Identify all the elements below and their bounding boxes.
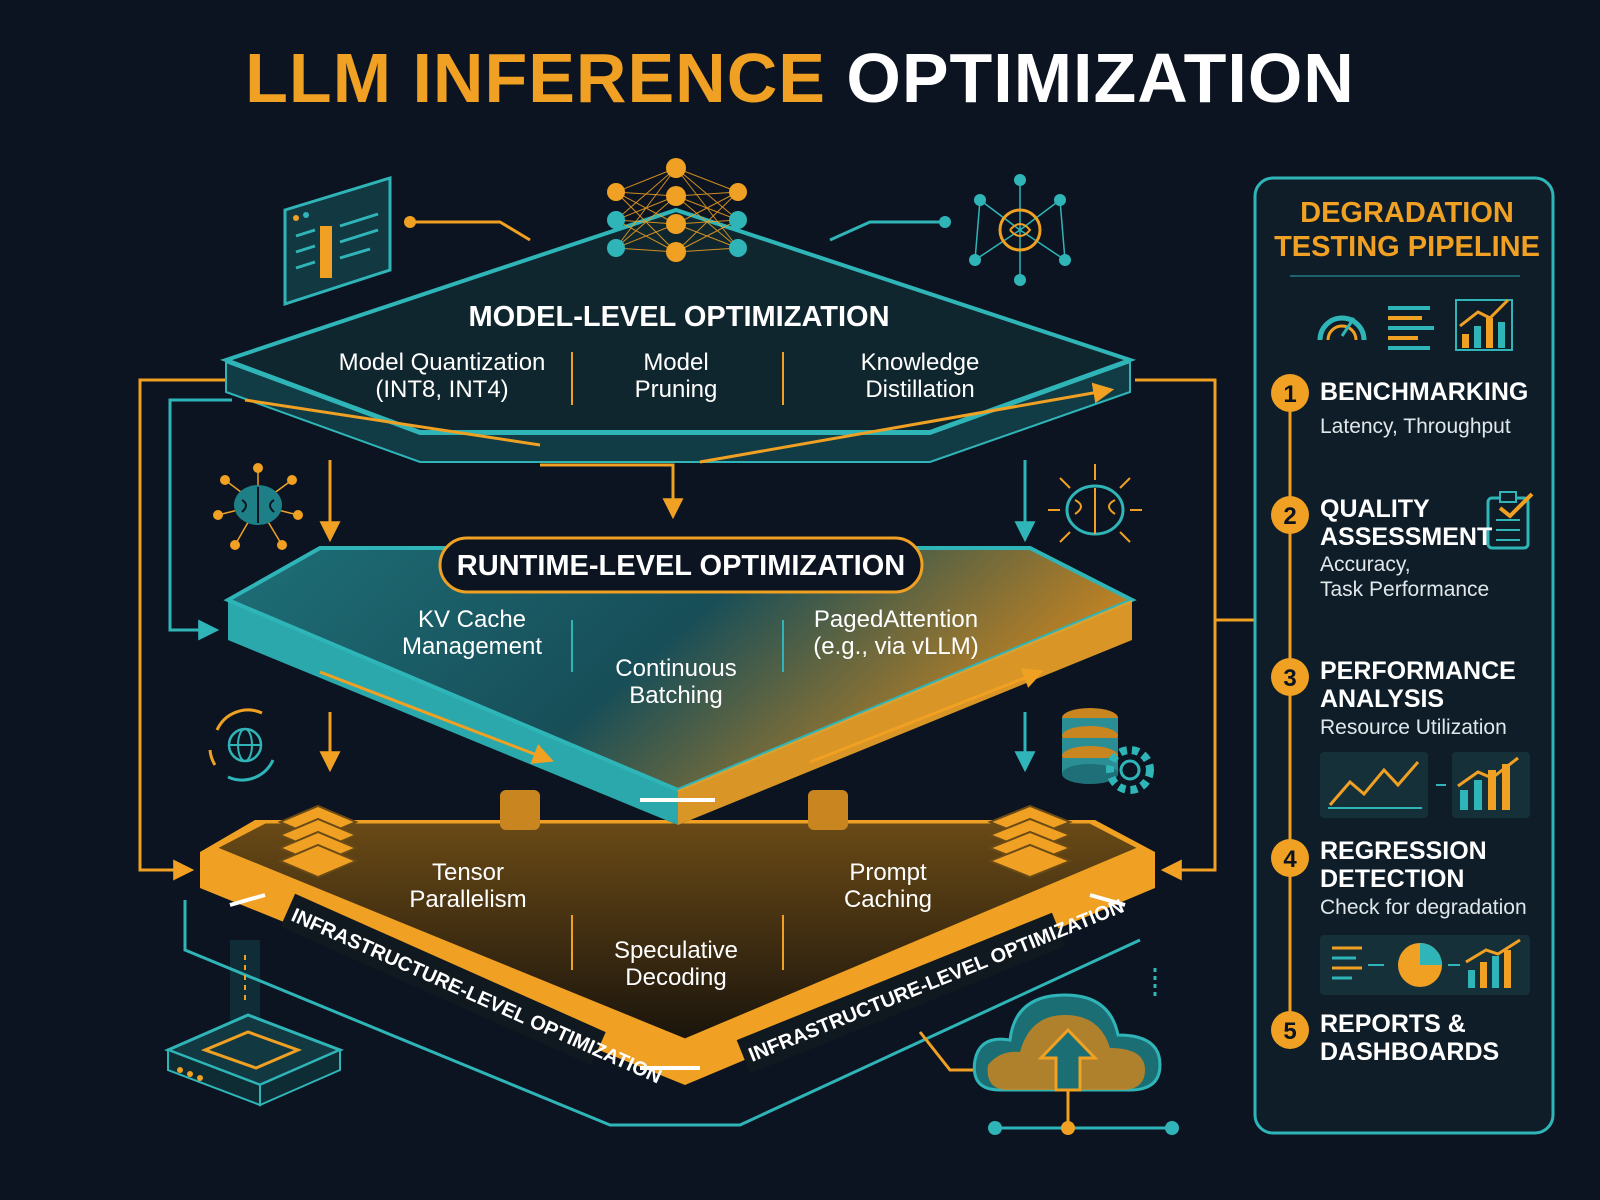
runtime-item-1-line2: Management: [402, 633, 542, 660]
growth-chart-icon: [1455, 298, 1513, 351]
step-4-title-line1: REGRESSION: [1320, 837, 1487, 865]
infra-item-3-line1: Prompt: [849, 859, 927, 886]
infra-item-2-line1: Speculative: [614, 937, 738, 964]
pipeline-title-line1: DEGRADATION: [1300, 197, 1514, 229]
step-2-subtitle-line2: Task Performance: [1320, 578, 1490, 601]
step-3-title-line1: PERFORMANCE: [1320, 657, 1516, 685]
step-3-badge: 3: [1271, 658, 1309, 696]
line-chart-icon: [1320, 752, 1530, 818]
model-item-2-line1: Model: [643, 349, 708, 376]
step-2-subtitle-line1: Accuracy,: [1320, 553, 1411, 576]
step-4-subtitle-line1: Check for degradation: [1320, 896, 1527, 919]
globe-sync-icon: [208, 708, 275, 782]
step-5-title: REPORTS & DASHBOARDS: [1320, 1010, 1499, 1066]
model-item-1-line1: Model Quantization: [339, 349, 546, 376]
infra-item-1-line1: Tensor: [432, 859, 504, 886]
model-title: MODEL-LEVEL OPTIMIZATION: [468, 301, 889, 333]
runtime-item-1-line1: KV Cache: [418, 606, 526, 633]
step-3-title-line2: ANALYSIS: [1320, 685, 1445, 713]
model-item-3-line2: Distillation: [865, 376, 974, 403]
runtime-item-2-line1: Continuous: [615, 655, 736, 682]
step-5-badge: 5: [1271, 1011, 1309, 1049]
model-item-2-line2: Pruning: [635, 376, 718, 403]
server-stack-icon: [277, 804, 1073, 879]
step-2-subtitle: Accuracy, Task Performance: [1320, 552, 1489, 602]
step-1-subtitle: Latency, Throughput: [1320, 414, 1511, 439]
gpu-chip-icon: [164, 940, 344, 1107]
step-3-subtitle: Resource Utilization: [1320, 715, 1507, 740]
step-4-number: 4: [1283, 846, 1297, 873]
code-window-icon: [283, 175, 416, 307]
step-5-title-line1: REPORTS &: [1320, 1010, 1466, 1038]
step-4-subtitle: Check for degradation: [1320, 895, 1527, 920]
model-layer: MODEL-LEVEL OPTIMIZATION Model Quantizat…: [219, 207, 1137, 464]
runtime-title-pill: [438, 536, 924, 594]
infra-item-3-line2: Caching: [844, 886, 932, 913]
model-item-3-line1: Knowledge: [861, 349, 980, 376]
step-3-title: PERFORMANCE ANALYSIS: [1320, 657, 1516, 713]
step-4-badge: 4: [1271, 839, 1309, 877]
pipeline-title-line2: TESTING PIPELINE: [1274, 231, 1540, 263]
runtime-item-3-line1: PagedAttention: [814, 606, 978, 633]
runtime-item-2-line2: Batching: [629, 682, 722, 709]
cloud-upload-icon: [972, 993, 1179, 1135]
step-5-number: 5: [1283, 1018, 1296, 1045]
infra-item-2-line2: Decoding: [625, 964, 726, 991]
model-item-1-line2: (INT8, INT4): [375, 376, 508, 403]
pipeline-title: DEGRADATION TESTING PIPELINE: [1252, 196, 1562, 264]
title-part-2: OPTIMIZATION: [846, 39, 1355, 117]
step-2-badge: 2: [1271, 496, 1309, 534]
speedometer-icon: [1317, 315, 1367, 341]
step-2-number: 2: [1283, 503, 1296, 530]
runtime-item-3-line2: (e.g., via vLLM): [813, 633, 978, 660]
neural-network-icon: [607, 158, 747, 262]
brain-network-icon: [939, 174, 1071, 286]
step-5-title-line2: DASHBOARDS: [1320, 1038, 1500, 1066]
brain-arrows-icon: [1048, 464, 1142, 543]
step-2-title-line1: QUALITY: [1320, 495, 1430, 523]
bar-list-icon: [1388, 306, 1434, 350]
pie-chart-icon: [1320, 935, 1530, 995]
runtime-layer: RUNTIME-LEVEL OPTIMIZATION KV Cache Mana…: [223, 536, 1137, 825]
pipeline-panel: 1 2 3 4 5: [1253, 176, 1555, 1135]
step-1-number: 1: [1283, 381, 1296, 408]
step-4-title: REGRESSION DETECTION: [1320, 837, 1487, 893]
step-4-title-line2: DETECTION: [1320, 865, 1465, 893]
step-1-title-line1: BENCHMARKING: [1320, 378, 1529, 406]
runtime-title: RUNTIME-LEVEL OPTIMIZATION: [457, 550, 905, 582]
step-1-subtitle-line1: Latency, Throughput: [1320, 415, 1511, 438]
checklist-icon: [1486, 491, 1534, 550]
main-title: LLM INFERENCE OPTIMIZATION: [0, 38, 1600, 118]
infra-item-1-line2: Parallelism: [409, 886, 526, 913]
step-1-badge: 1: [1271, 374, 1309, 412]
step-2-title-line2: ASSESSMENT: [1320, 523, 1493, 551]
step-3-number: 3: [1283, 665, 1296, 692]
step-3-subtitle-line1: Resource Utilization: [1320, 716, 1507, 739]
step-2-title: QUALITY ASSESSMENT: [1320, 495, 1492, 551]
step-1-title: BENCHMARKING: [1320, 378, 1528, 406]
title-part-1: LLM INFERENCE: [245, 39, 826, 117]
connector-lines: [138, 220, 1255, 1130]
brain-circuit-icon: [213, 463, 303, 550]
database-gear-icon: [1062, 708, 1154, 794]
